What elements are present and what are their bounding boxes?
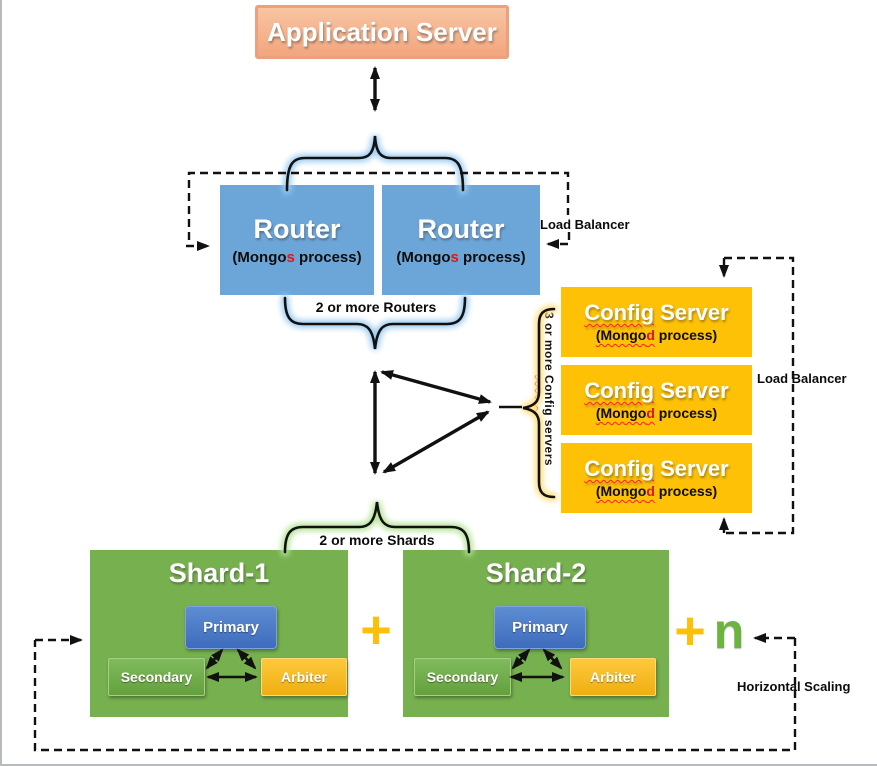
shard-title: Shard-1: [168, 558, 270, 588]
router-process-label: (Mongos process): [232, 248, 362, 266]
n-more-shards-symbol: n: [713, 603, 745, 659]
shard2-primary-box: Primary: [494, 606, 586, 649]
config-process-label: (Mongod process): [595, 327, 718, 343]
plus-between-shards: +: [360, 600, 392, 660]
arrow-cluster-bottom: [382, 410, 490, 474]
horizontal-scaling-label: Horizontal Scaling: [737, 679, 851, 694]
config-server-title: Config Server: [584, 456, 729, 481]
config-server-box-2: Config Server (Mongod process): [561, 365, 752, 435]
config-process-label: (Mongod process): [595, 483, 718, 499]
shard2-arbiter-box: Arbiter: [570, 658, 656, 696]
shards-count-label: 2 or more Shards: [319, 532, 435, 548]
load-balancer-label-config: Load Balancer: [757, 371, 847, 386]
routers-count-label: 2 or more Routers: [315, 299, 437, 315]
shard1-arbiter-box: Arbiter: [261, 658, 347, 696]
router-process-label: (Mongos process): [396, 248, 526, 266]
config-process-label: (Mongod process): [595, 405, 718, 421]
application-server-box: Application Server: [255, 5, 509, 59]
shard1-secondary-box: Secondary: [108, 658, 205, 696]
config-server-title: Config Server: [584, 300, 729, 325]
mongos-highlight-letter: s: [450, 248, 459, 266]
mongos-highlight-letter: s: [286, 248, 295, 266]
config-server-title: Config Server: [584, 378, 729, 403]
config-server-box-3: Config Server (Mongod process): [561, 443, 752, 513]
router-box-2: Router (Mongos process): [382, 185, 540, 295]
router-title: Router: [253, 213, 341, 244]
shard2-secondary-box: Secondary: [414, 658, 511, 696]
mongod-highlight-letter: d: [646, 483, 655, 499]
config-count-label: 3 or more Config servers: [542, 312, 556, 467]
application-server-label: Application Server: [267, 16, 497, 47]
dashed-arrow-into-router2: [546, 232, 571, 249]
brace-above-routers: [285, 135, 465, 192]
shard1-primary-box: Primary: [185, 606, 277, 649]
arrow-cluster-top: [380, 370, 492, 404]
mongod-highlight-letter: d: [646, 405, 655, 421]
mongod-highlight-letter: d: [646, 327, 655, 343]
shard-title: Shard-2: [485, 558, 587, 588]
router-title: Router: [417, 213, 505, 244]
router-box-1: Router (Mongos process): [220, 185, 374, 295]
config-server-box-1: Config Server (Mongod process): [561, 287, 752, 357]
load-balancer-label-routers: Load Balancer: [540, 217, 630, 232]
